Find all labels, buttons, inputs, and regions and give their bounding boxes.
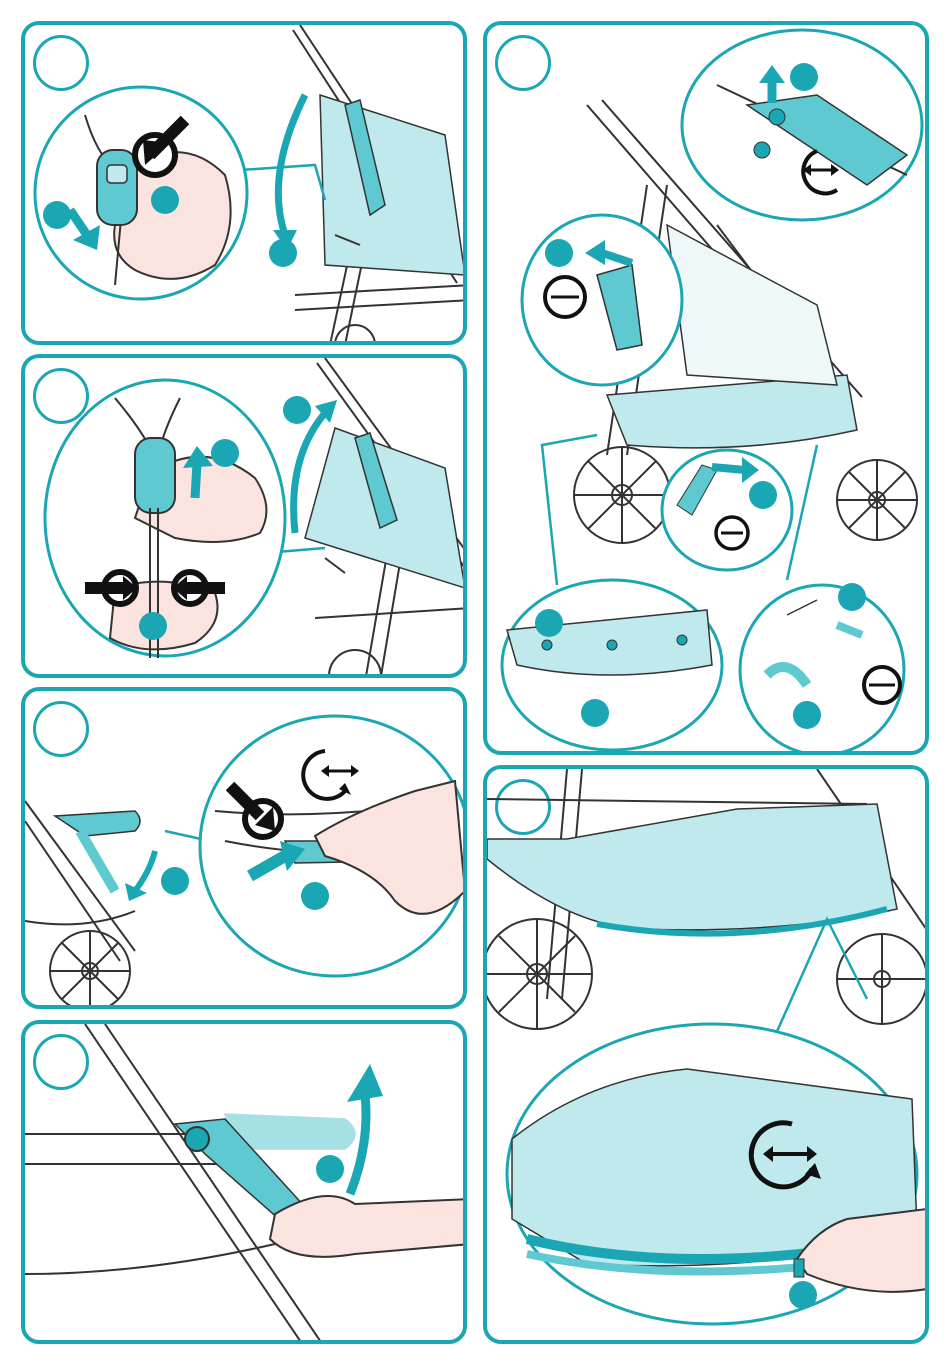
sequence-dot-icon xyxy=(545,239,573,267)
zipper-icon xyxy=(794,1259,804,1277)
panel-6 xyxy=(483,765,929,1344)
panel-4-illustration xyxy=(25,1024,467,1344)
panel-2 xyxy=(21,354,467,678)
zoom-bubble xyxy=(740,585,904,755)
sequence-dot-icon xyxy=(151,186,179,214)
sequence-dot-icon xyxy=(211,439,239,467)
sequence-dot-icon xyxy=(316,1155,344,1183)
sequence-dot-icon xyxy=(838,583,866,611)
sequence-dot-icon xyxy=(749,481,777,509)
panel-5-illustration xyxy=(487,25,929,755)
seat-fabric xyxy=(320,95,465,275)
down-arrow-icon xyxy=(125,851,155,901)
panel-5 xyxy=(483,21,929,755)
sequence-dot-icon xyxy=(161,867,189,895)
sequence-dot-icon xyxy=(790,63,818,91)
sequence-dot-icon xyxy=(535,609,563,637)
seat-fabric xyxy=(667,225,837,385)
panel-2-illustration xyxy=(25,358,467,678)
panel-4 xyxy=(21,1020,467,1344)
sequence-dot-icon xyxy=(43,201,71,229)
basket xyxy=(607,375,857,448)
sequence-dot-icon xyxy=(793,701,821,729)
sequence-dot-icon xyxy=(789,1281,817,1309)
panel-6-illustration xyxy=(487,769,929,1344)
sequence-dot-icon xyxy=(283,396,311,424)
panel-3 xyxy=(21,687,467,1009)
hand xyxy=(270,1196,467,1257)
sequence-dot-icon xyxy=(269,239,297,267)
sequence-dot-icon xyxy=(139,612,167,640)
basket xyxy=(487,804,897,930)
panel-1-illustration xyxy=(25,25,467,345)
sequence-dot-icon xyxy=(581,699,609,727)
panel-1 xyxy=(21,21,467,345)
panel-3-illustration xyxy=(25,691,467,1009)
sequence-dot-icon xyxy=(301,882,329,910)
armrest xyxy=(55,811,140,836)
